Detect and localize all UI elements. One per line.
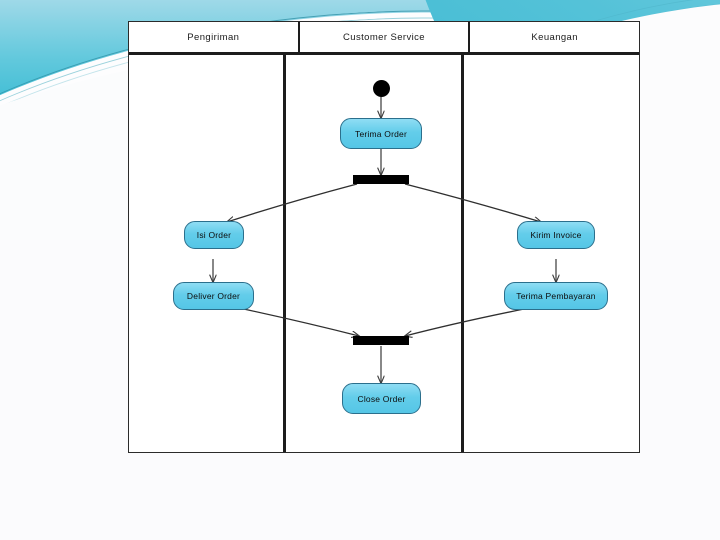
activity-node-isi-order[interactable]: Isi Order — [184, 221, 244, 249]
swimlane-header-pengiriman-label: Pengiriman — [187, 31, 240, 43]
initial-node — [373, 80, 390, 97]
swimlane-header-keuangan: Keuangan — [470, 22, 639, 52]
activity-node-kirim-invoice-label: Kirim Invoice — [530, 230, 582, 240]
activity-node-terima-pembayaran-label: Terima Pembayaran — [516, 291, 596, 301]
activity-node-kirim-invoice[interactable]: Kirim Invoice — [517, 221, 595, 249]
fork-bar — [353, 175, 409, 184]
swimlane-header-pengiriman: Pengiriman — [129, 22, 300, 52]
edge-terima-pembayaran-to-join — [405, 307, 530, 336]
activity-node-terima-pembayaran[interactable]: Terima Pembayaran — [504, 282, 608, 310]
activity-node-terima-order[interactable]: Terima Order — [340, 118, 422, 149]
edge-fork-to-kirim-invoice — [404, 183, 541, 222]
activity-node-terima-order-label: Terima Order — [355, 128, 407, 139]
swimlane-header-row: Pengiriman Customer Service Keuangan — [129, 22, 639, 55]
join-bar — [353, 336, 409, 345]
swimlane-header-customer-service-label: Customer Service — [343, 31, 425, 43]
edge-deliver-order-to-join — [238, 307, 359, 336]
activity-node-close-order[interactable]: Close Order — [342, 383, 421, 414]
activity-node-deliver-order-label: Deliver Order — [186, 291, 241, 301]
swimlane-header-customer-service: Customer Service — [300, 22, 471, 52]
activity-node-close-order-label: Close Order — [357, 393, 406, 404]
activity-diagram-frame: Pengiriman Customer Service Keuangan — [128, 21, 640, 453]
swimlane-divider-2 — [461, 55, 464, 452]
activity-node-deliver-order[interactable]: Deliver Order — [173, 282, 254, 310]
swimlane-header-keuangan-label: Keuangan — [531, 31, 578, 43]
activity-node-isi-order-label: Isi Order — [196, 230, 232, 240]
swimlane-divider-1 — [283, 55, 286, 452]
edge-fork-to-isi-order — [227, 183, 358, 222]
